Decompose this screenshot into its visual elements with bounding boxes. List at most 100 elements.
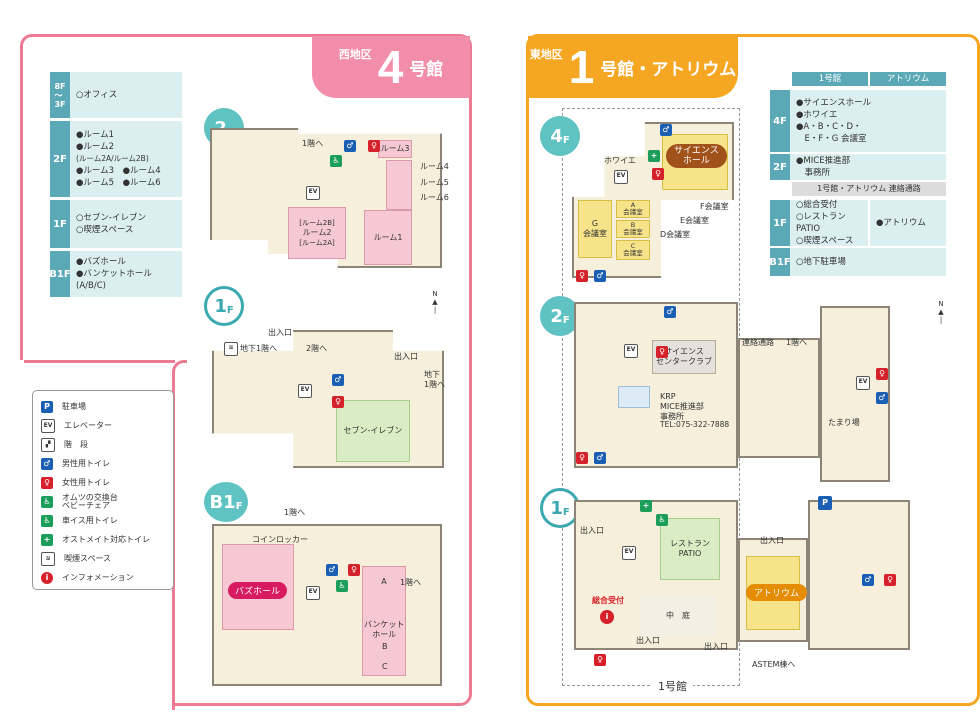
mens-toilet-icon: ♂ <box>876 392 888 404</box>
legend-label: オストメイト対応トイレ <box>62 534 150 544</box>
east-dir-row-1f: 1F ○総合受付 ○レストランPATIO ○喫煙スペース ●アトリウム <box>770 200 946 246</box>
east-dir-row-b1f: B1F ○地下駐車場 <box>769 248 946 276</box>
parking-icon: P <box>818 496 832 510</box>
floor-label: 1F <box>770 200 790 246</box>
astem-label: ASTEM棟へ <box>752 660 796 669</box>
legend-label: 男性用トイレ <box>62 458 110 468</box>
dir-item: ○地下駐車場 <box>796 257 846 267</box>
room-2[interactable]: [ルーム2B] ルーム2 [ルーム2A] <box>288 207 346 259</box>
womens-toilet-icon: ♀ <box>594 654 606 666</box>
reception-label: 総合受付 <box>592 596 624 605</box>
dir-item: ●A・B・C・D・ <box>796 122 862 132</box>
mens-toilet-icon: ♂ <box>660 124 672 136</box>
room-4-label: ルーム4 <box>420 162 449 171</box>
building-number: 4 <box>377 41 404 93</box>
wheelchair-toilet-icon: ♿ <box>41 514 53 527</box>
col-header-atrium: アトリウム <box>870 72 946 86</box>
to-b1-right-label: 地下 1階へ <box>424 370 446 389</box>
entrance-left-label: 出入口 <box>580 526 604 535</box>
smoking-icon: ≋ <box>41 551 55 566</box>
atrium-2f-plan <box>738 338 820 458</box>
elevator-icon: EV <box>306 586 320 600</box>
atrium-items: ●アトリウム <box>870 200 946 246</box>
elevator-icon: EV <box>624 344 638 358</box>
west-dir-row-1f: 1F ○セブン-イレブン ○喫煙スペース <box>50 200 182 248</box>
banquet-hall[interactable]: A <box>362 566 406 676</box>
entrance-br-label: 出入口 <box>704 642 728 651</box>
banquet-a: A <box>381 577 387 586</box>
science-hall-tag[interactable]: サイエンス ホール <box>666 144 727 168</box>
tel-label: TEL:075-322-7888 <box>660 420 730 429</box>
legend-label: 喫煙スペース <box>64 553 112 563</box>
entrance-top-label: 出入口 <box>760 536 784 545</box>
banquet-label: バンケット ホール <box>364 620 405 639</box>
a-conference-room[interactable]: A 会議室 <box>616 200 650 218</box>
room-6-label: ルーム6 <box>420 193 449 202</box>
seven-eleven[interactable]: セブン-イレブン <box>336 400 410 462</box>
floor-items: ●サイエンスホール ●ホワイエ ●A・B・C・D・ E・F・G 会議室 <box>790 90 946 152</box>
west-notch-mask <box>20 360 24 710</box>
dir-item: ○総合受付 <box>796 200 838 210</box>
legend-label: 階 段 <box>64 439 88 449</box>
district-label: 東地区 <box>529 48 563 61</box>
dir-item: ●バンケットホール(A/B/C) <box>76 269 152 291</box>
east-dir-row-2f: 2F ●MICE推進部 事務所 <box>770 154 946 180</box>
entrance-right-label: 出入口 <box>394 352 418 361</box>
womens-toilet-icon: ♀ <box>368 140 380 152</box>
floor-items: ●MICE推進部 事務所 <box>790 154 946 180</box>
to-1f-right-label: 1階へ <box>400 578 422 587</box>
legend-label: インフォメーション <box>62 572 134 582</box>
information-icon[interactable]: i <box>600 610 614 624</box>
floor-items: ○オフィス <box>70 72 182 118</box>
floor-items: ●ルーム1 ●ルーム2 (ルーム2A/ルーム2B) ●ルーム3 ●ルーム4 ●ル… <box>70 121 182 197</box>
banquet-b: B <box>382 642 388 651</box>
f-room-label: F会議室 <box>700 202 729 211</box>
building-suffix: 号館 <box>409 59 444 80</box>
dir-item: ●MICE推進部 <box>796 156 851 166</box>
dir-item: ●サイエンスホール <box>796 98 872 108</box>
e-room-label: E会議室 <box>680 216 710 225</box>
legend-label: 駐車場 <box>62 401 86 411</box>
elevator-icon: EV <box>856 376 870 390</box>
legend-item: ≋ 喫煙スペース <box>41 549 173 568</box>
dir-item: (ルーム2A/ルーム2B) <box>76 154 149 163</box>
dir-item: ●ルーム2 <box>76 142 115 152</box>
buzz-hall-tag[interactable]: バズホール <box>228 582 288 599</box>
wheelchair-toilet-icon: ♿ <box>336 580 348 592</box>
to-1f-label: 1階へ <box>786 338 808 347</box>
b-conference-room[interactable]: B 会議室 <box>616 220 650 238</box>
c-conference-room[interactable]: C 会議室 <box>616 240 650 260</box>
womens-toilet-icon: ♀ <box>576 452 588 464</box>
to-b1-label: 地下1階へ <box>240 344 278 353</box>
west-notch-line-top <box>20 360 175 372</box>
rooms-4-6-block[interactable] <box>386 160 412 210</box>
womens-toilet-icon: ♀ <box>332 396 344 408</box>
legend-item: ♀女性用トイレ <box>41 473 173 492</box>
room-2-label: ルーム2 <box>302 228 332 237</box>
building-1-label: 1号館 <box>652 678 693 694</box>
room-1[interactable]: ルーム1 <box>364 210 412 265</box>
banquet-c: C <box>382 662 388 671</box>
floor-label: 8F 〜 3F <box>50 72 70 118</box>
dir-item: ○オフィス <box>76 90 118 100</box>
room-3[interactable]: ルーム3 <box>378 140 412 158</box>
mens-toilet-icon: ♂ <box>326 564 338 576</box>
elevator-icon: EV <box>306 186 320 200</box>
mens-toilet-icon: ♂ <box>594 452 606 464</box>
atrium-tag[interactable]: アトリウム <box>746 584 808 601</box>
krp-office-room[interactable] <box>618 386 650 408</box>
restaurant-patio[interactable]: レストラン PATIO <box>660 518 720 580</box>
science-center-club[interactable]: サイエンス センタークラブ <box>652 340 716 374</box>
g-conference-room[interactable]: G 会議室 <box>578 200 612 258</box>
legend-label: 車イス用トイレ <box>62 515 118 525</box>
courtyard: 中 庭 <box>640 596 716 636</box>
krp-label: KRP MICE推進部 事務所 <box>660 392 704 421</box>
womens-toilet-icon: ♀ <box>41 476 53 489</box>
